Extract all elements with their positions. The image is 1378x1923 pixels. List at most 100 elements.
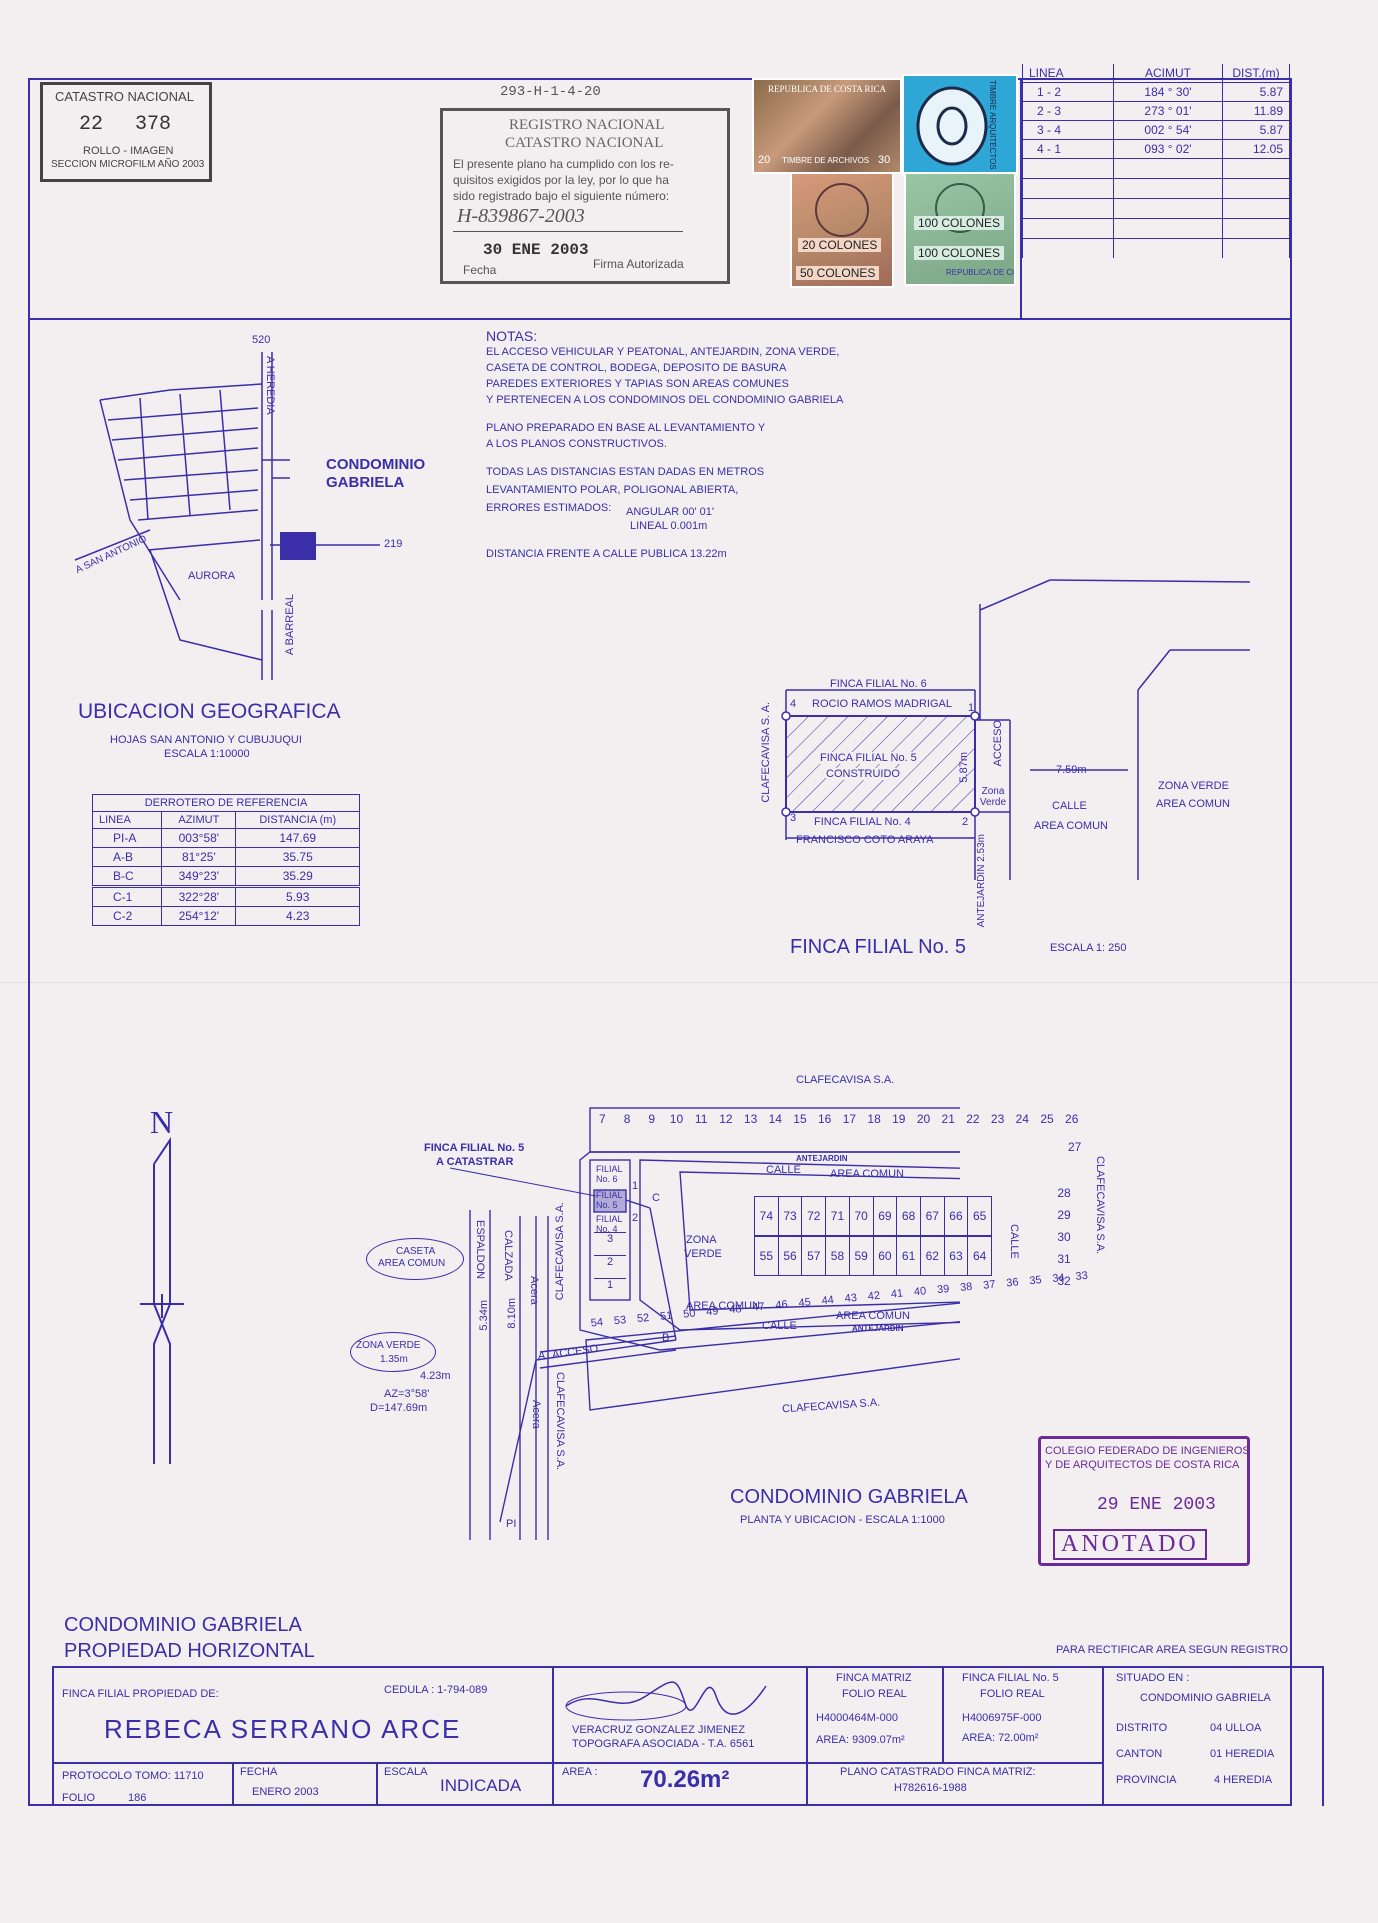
point-B: B	[662, 1332, 670, 1344]
title-block-rectificar: PARA RECTIFICAR AREA SEGUN REGISTRO	[1056, 1644, 1289, 1656]
lot-label: 65	[973, 1209, 987, 1223]
lot-label: 46	[774, 1298, 789, 1312]
map-label-219: 219	[384, 538, 403, 550]
tb-div-7	[806, 1762, 808, 1806]
lot-label: 13	[743, 1112, 758, 1126]
finca-catastrar-1: FINCA FILIAL No. 5	[424, 1142, 525, 1154]
map-label-aurora: AURORA	[188, 570, 236, 582]
linea-cell: 2 - 3	[1022, 101, 1114, 121]
lot-label: 29	[1057, 1208, 1071, 1222]
timbre-archivos-title: REPUBLICA DE COSTA RICA	[768, 84, 887, 94]
notas-angular: ANGULAR 00' 01'	[626, 506, 714, 518]
calzada-label: CALZADA	[502, 1230, 514, 1281]
caseta-callout	[366, 1238, 464, 1280]
lot-label: 35	[1028, 1274, 1043, 1288]
registro-body-2: quisitos exigidos por la ley, por lo que…	[453, 173, 669, 187]
acimut-cell: 093 ° 02'	[1113, 139, 1223, 159]
notas-p1-4: Y PERTENECEN A LOS CONDOMINOS DEL CONDOM…	[486, 394, 844, 406]
finca-area-comun-2: AREA COMUN	[1156, 798, 1230, 810]
finca-point-3: 3	[790, 812, 797, 824]
tb-distrito-label: DISTRITO	[1116, 1722, 1168, 1734]
lot-label: 31	[1057, 1252, 1071, 1266]
finca-dist-759: 7.59m	[1056, 764, 1087, 776]
registro-body-3: sido registrado bajo el siguiente número…	[453, 189, 670, 203]
derrotero-cell: B-C	[91, 866, 163, 887]
notas-distancia: DISTANCIA FRENTE A CALLE PUBLICA 13.22m	[486, 548, 727, 560]
tb-div-6	[376, 1762, 378, 1806]
finca-area-comun: AREA COMUN	[1034, 820, 1108, 832]
tb-area: 70.26m²	[640, 1766, 730, 1793]
dist-cell: 5.87	[1222, 82, 1290, 102]
lot-label: 72	[802, 1197, 827, 1235]
finca-f6-line1: FINCA FILIAL No. 6	[830, 678, 927, 690]
derrotero-cell: 4.23	[235, 906, 360, 926]
tb-fecha: ENERO 2003	[252, 1786, 319, 1798]
finca-acceso: ACCESO	[992, 720, 1004, 767]
tb-h-1	[52, 1762, 1102, 1764]
derrotero-cell: 147.69	[235, 828, 360, 848]
title-block-left	[52, 1666, 54, 1806]
linea-row-empty	[1022, 198, 1290, 219]
derrotero-cell: PI-A	[91, 828, 163, 848]
linea-cell: 1 - 2	[1022, 82, 1114, 102]
lot-label: 55	[755, 1237, 779, 1275]
lot-label: 51	[659, 1309, 673, 1323]
zona-verde-callout	[350, 1332, 436, 1372]
lot-label: 39	[936, 1283, 950, 1297]
caseta-label-1: CASETA	[396, 1246, 436, 1257]
filial-5-label: FILIAL No. 5	[596, 1190, 623, 1210]
point-2: 2	[632, 1212, 639, 1224]
tb-provincia: 4 HEREDIA	[1214, 1774, 1273, 1786]
point-A: A	[538, 1350, 546, 1362]
lot-label: 8	[623, 1112, 631, 1126]
clafecavisa-vertical: CLAFECAVISA S.A.	[554, 1372, 566, 1471]
finca-dist-587: 5.87m	[958, 752, 970, 783]
lot-label: 53	[613, 1314, 627, 1328]
finca-f5-line2: CONSTRUIDO	[826, 768, 900, 780]
tb-div-5	[232, 1762, 234, 1806]
lot-label: 67	[921, 1197, 945, 1235]
timbre-archivos-left: 20	[758, 154, 771, 166]
right-lots: 28 29 30 31 32	[1048, 1186, 1080, 1296]
calle-right: CALLE	[1008, 1224, 1020, 1259]
colegio-stamp: COLEGIO FEDERADO DE INGENIEROS Y DE ARQU…	[1038, 1436, 1250, 1566]
filial-6-label: FILIAL No. 6	[596, 1164, 623, 1184]
lot-label: 37	[982, 1278, 997, 1292]
lot-label: 18	[867, 1112, 881, 1126]
tb-area-label: AREA :	[562, 1766, 598, 1778]
finca-point-2: 2	[962, 816, 969, 828]
tb-folio: 186	[128, 1792, 147, 1804]
map-label-heredia: A HEREDIA	[264, 356, 276, 415]
lot-label: 45	[798, 1296, 812, 1310]
linea-header-linea: LINEA	[1022, 64, 1114, 83]
lot-label: 19	[892, 1112, 906, 1126]
lot-label: 23	[990, 1112, 1005, 1126]
timbre-100-text: REPUBLICA DE COSTA RICA	[946, 268, 1014, 277]
catastro-rollo: ROLLO - IMAGEN	[83, 145, 174, 157]
registro-number-underline	[453, 231, 683, 232]
map-label-barreal: A BARREAL	[284, 594, 296, 656]
tb-canton-label: CANTON	[1116, 1748, 1163, 1760]
derrotero-cell: C-2	[91, 906, 163, 926]
derrotero-header-azimut: AZIMUT	[161, 811, 237, 829]
ubicacion-title: UBICACION GEOGRAFICA	[78, 700, 341, 723]
dist-423: 4.23m	[420, 1370, 451, 1382]
lot-label: 38	[959, 1280, 973, 1294]
tb-propiedad-label: FINCA FILIAL PROPIEDAD DE:	[62, 1688, 219, 1700]
inner-lots-lower: 55 56 57 58 59 60 61 62 63 64	[754, 1236, 992, 1276]
lot-label: 61	[897, 1237, 921, 1275]
derrotero-cell: A-B	[91, 847, 163, 867]
linea-row-empty	[1022, 158, 1290, 179]
lot-label: 41	[890, 1287, 904, 1301]
title-block-name-2: PROPIEDAD HORIZONTAL	[64, 1640, 315, 1662]
sheet-border	[28, 78, 1292, 1806]
catastro-stamp: CATASTRO NACIONAL 22 378 ROLLO - IMAGEN …	[40, 82, 212, 182]
header-divider	[28, 318, 1290, 320]
catastro-number-right: 378	[135, 113, 172, 136]
tb-filial-title-1: FINCA FILIAL No. 5	[962, 1672, 1059, 1684]
lot-label: 63	[945, 1237, 969, 1275]
